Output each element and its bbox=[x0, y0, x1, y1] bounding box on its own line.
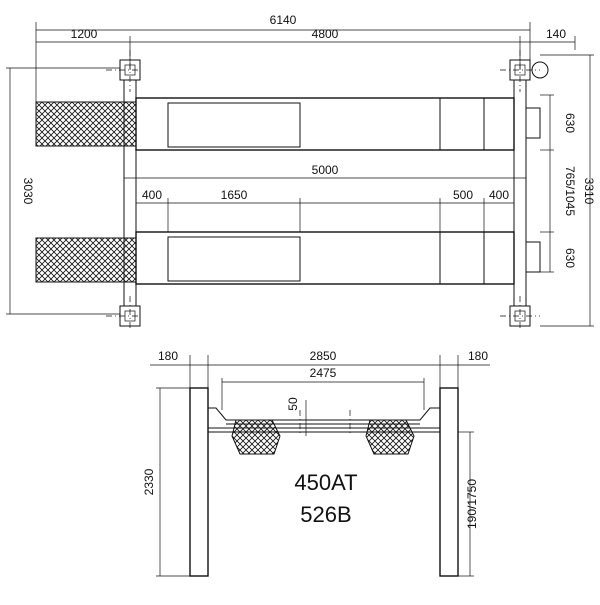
front-top-dimensions: 180 2850 180 2475 bbox=[150, 349, 490, 410]
dim-runway-width-bottom: 630 bbox=[563, 248, 577, 268]
column-posts bbox=[106, 50, 549, 330]
side-dimensions: 3030 3310 630 765/1045 630 bbox=[6, 54, 596, 327]
dim-jack-right-offset: 400 bbox=[489, 188, 509, 202]
top-dimensions: 6140 1200 4800 140 bbox=[35, 13, 576, 130]
dim-lift-height: 190/1750 bbox=[465, 479, 479, 529]
wheel-chock-right bbox=[365, 419, 415, 455]
dim-runway-width-top: 630 bbox=[563, 113, 577, 133]
runway-top bbox=[35, 97, 541, 151]
front-crossbeam bbox=[123, 79, 137, 307]
right-column bbox=[439, 387, 459, 577]
runway-bottom bbox=[35, 231, 541, 285]
dim-column-height: 2330 bbox=[142, 468, 156, 495]
dim-right-column-width: 180 bbox=[468, 349, 488, 363]
dim-left-column-width: 180 bbox=[158, 349, 178, 363]
model-line-1: 450AT bbox=[294, 470, 357, 495]
dim-jack-left-length: 1650 bbox=[221, 188, 248, 202]
dim-runway-thickness: 50 bbox=[286, 397, 300, 411]
front-view: 180 2850 180 2475 50 2330 bbox=[142, 349, 490, 577]
top-view: 6140 1200 4800 140 3030 3310 630 765/104… bbox=[6, 13, 596, 330]
dim-front-overhang: 1200 bbox=[71, 27, 98, 41]
wheel-chock-left bbox=[231, 419, 281, 455]
front-crossbeam-assembly bbox=[207, 407, 441, 455]
dim-runway-length: 5000 bbox=[312, 163, 339, 177]
dim-inner-clear-width: 2475 bbox=[310, 366, 337, 380]
left-column bbox=[189, 387, 209, 577]
dim-runway-gap: 765/1045 bbox=[563, 166, 577, 216]
dim-rear-overhang: 140 bbox=[546, 27, 566, 41]
dim-jack-right-length: 500 bbox=[453, 188, 473, 202]
dim-column-width: 3030 bbox=[21, 178, 35, 205]
dim-overall-width: 3310 bbox=[582, 178, 596, 205]
dim-column-centres: 2850 bbox=[310, 349, 337, 363]
approach-ramp-top bbox=[35, 101, 137, 147]
dim-column-spacing: 4800 bbox=[312, 27, 339, 41]
rear-crossbeam bbox=[513, 79, 527, 307]
dim-jack-left-offset: 400 bbox=[142, 188, 162, 202]
model-line-2: 526B bbox=[300, 502, 351, 527]
dim-overall-length: 6140 bbox=[270, 13, 297, 27]
runway-dimensions: 5000 400 1650 500 400 bbox=[124, 163, 526, 232]
approach-ramp-bottom bbox=[35, 237, 137, 283]
